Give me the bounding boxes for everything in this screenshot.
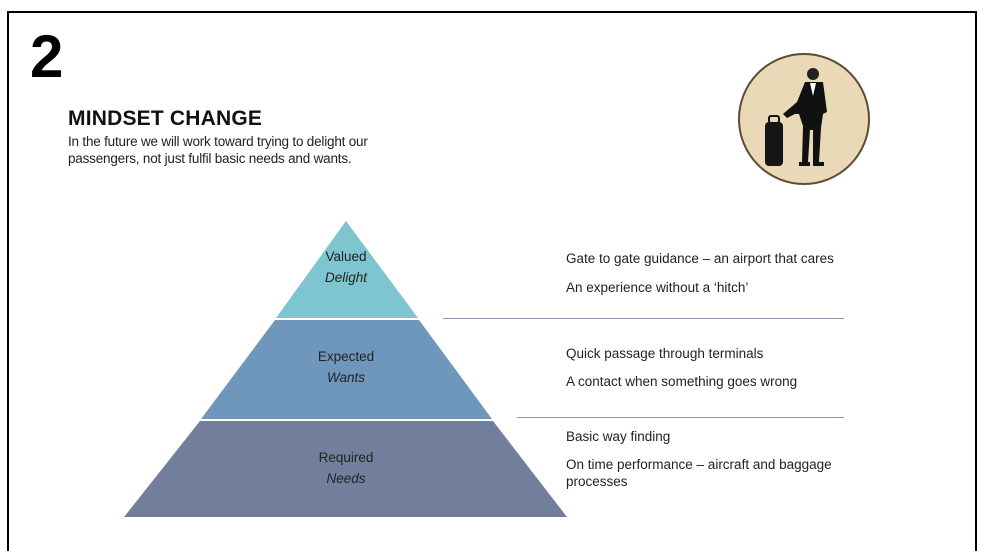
divider-line [443, 318, 844, 319]
slide-subtitle: In the future we will work toward trying… [68, 134, 368, 166]
divider-line [517, 417, 844, 418]
tier-label-needs: Required Needs [318, 450, 374, 486]
delight-item: Gate to gate guidance – an airport that … [566, 251, 834, 266]
needs-item: On time performance – aircraft and bagga… [566, 457, 832, 489]
slide-frame [7, 11, 977, 551]
slide-title: MINDSET CHANGE [68, 107, 263, 130]
delight-item: An experience without a ‘hitch’ [566, 280, 749, 295]
wants-item: A contact when something goes wrong [566, 374, 798, 389]
traveller-with-luggage-icon [738, 53, 870, 185]
slide-number: 2 [30, 23, 64, 90]
tier-label-wants: Expected Wants [317, 349, 375, 385]
needs-item: Basic way finding [566, 429, 671, 444]
wants-item: Quick passage through terminals [566, 346, 764, 361]
tier-label-delight: Valued Delight [324, 249, 368, 285]
